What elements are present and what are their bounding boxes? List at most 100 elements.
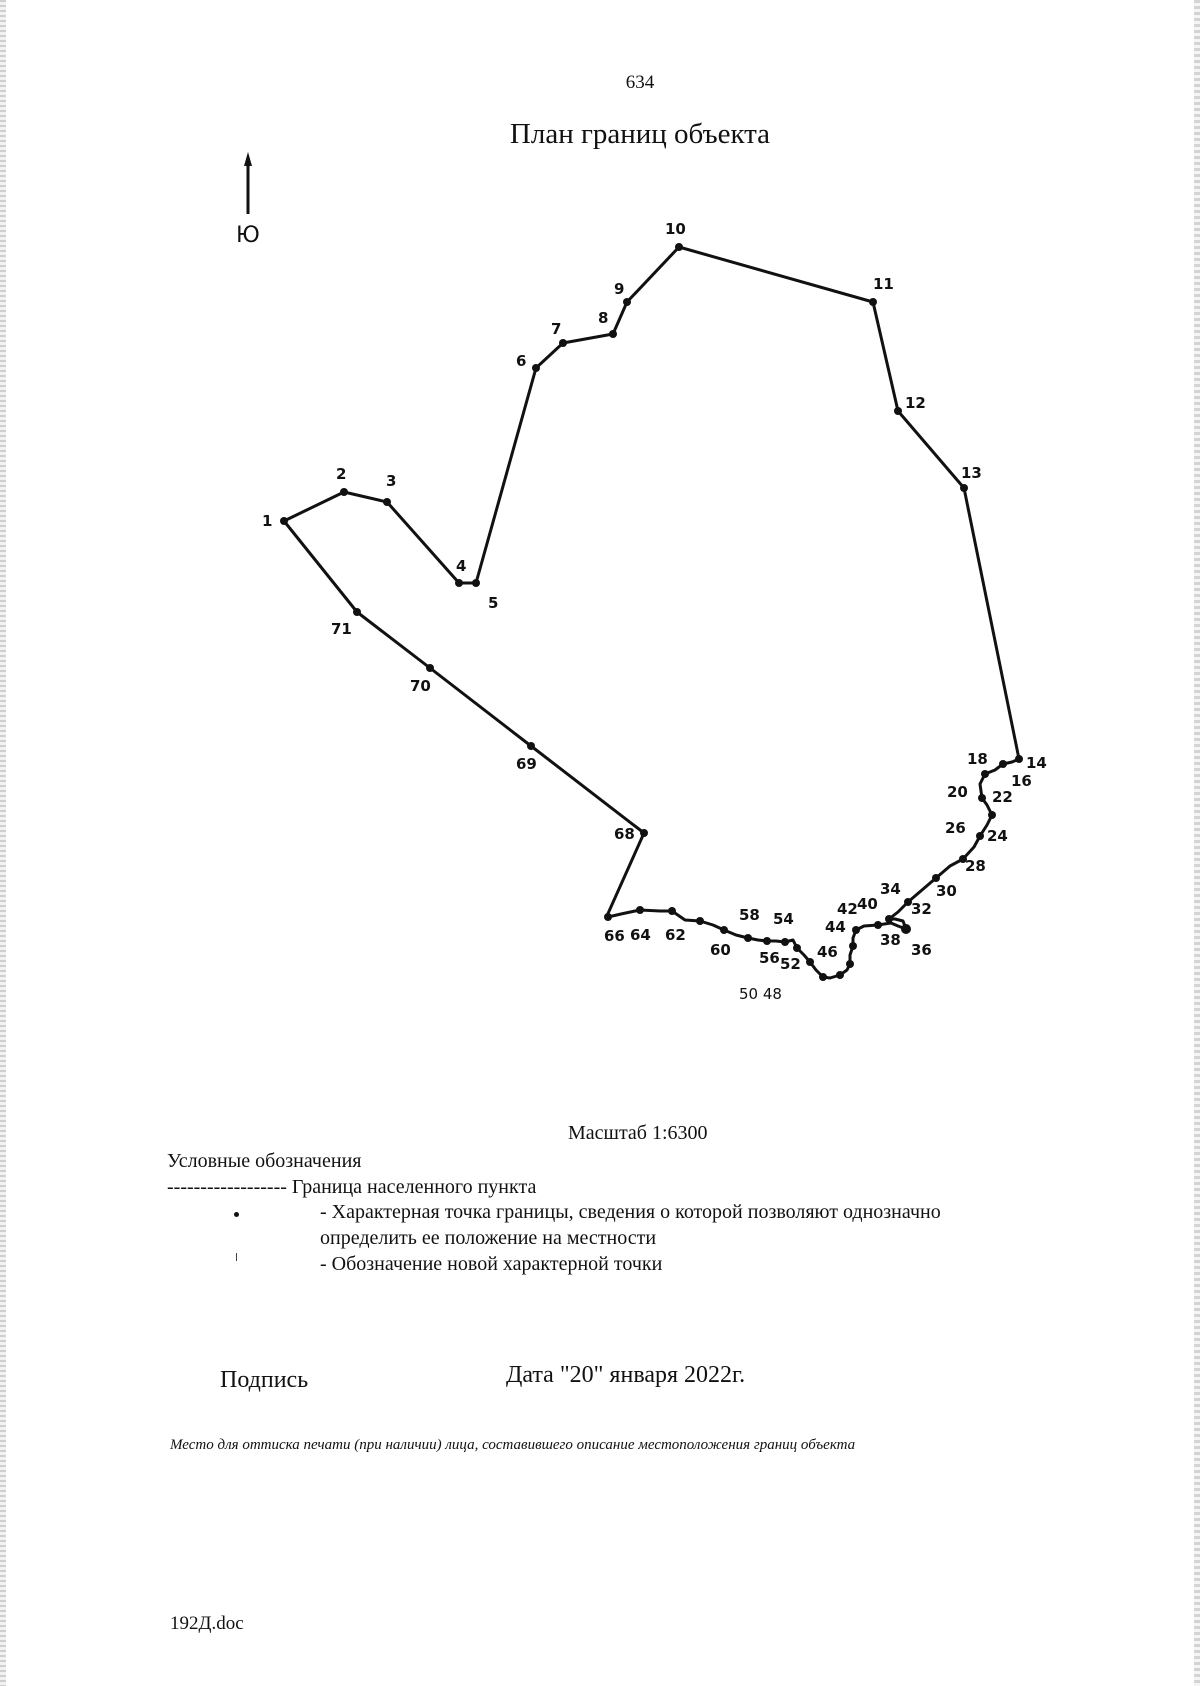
point-label: 5 (488, 594, 498, 612)
point-label: 9 (614, 280, 624, 298)
point-label: 36 (911, 941, 932, 959)
boundary-point (609, 330, 617, 338)
point-label: 10 (665, 220, 686, 238)
boundary-point (604, 913, 612, 921)
boundary-point (874, 921, 882, 929)
boundary-point (636, 906, 644, 914)
point-label: 3 (386, 472, 396, 490)
boundary-point (668, 907, 676, 915)
scan-edge-left (0, 0, 6, 1686)
point-label: 20 (947, 783, 968, 801)
boundary-line (282, 245, 1021, 980)
point-label: 1 (262, 512, 272, 530)
point-label: 7 (551, 320, 561, 338)
boundary-point (623, 298, 631, 306)
point-label: 64 (630, 926, 651, 944)
point-label: 42 (837, 900, 858, 918)
point-label: 16 (1011, 772, 1032, 790)
point-label: 46 (817, 943, 838, 961)
boundary-point (849, 942, 857, 950)
point-label: 11 (873, 275, 894, 293)
legend-new-point-icon (236, 1253, 237, 1261)
point-label: 54 (773, 910, 794, 928)
boundary-point (696, 917, 704, 925)
boundary-point (353, 608, 361, 616)
scale-text: Масштаб 1:6300 (568, 1122, 708, 1144)
point-label: 18 (967, 750, 988, 768)
north-arrow-icon (244, 152, 252, 214)
boundary-point (744, 934, 752, 942)
legend-boundary-row: ------------------ Граница населенного п… (167, 1176, 536, 1199)
boundary-point (426, 664, 434, 672)
legend-title: Условные обозначения (167, 1150, 362, 1172)
boundary-point (904, 898, 912, 906)
point-label: 52 (780, 955, 801, 973)
point-label: 70 (410, 677, 431, 695)
date-text: Дата "20" января 2022г. (506, 1362, 746, 1388)
boundary-point (959, 855, 967, 863)
boundary-point (836, 971, 844, 979)
boundary-point (976, 832, 984, 840)
file-name: 192Д.doc (170, 1613, 244, 1634)
point-label: 62 (665, 926, 686, 944)
point-label: 13 (961, 464, 982, 482)
point-label: 30 (936, 882, 957, 900)
boundary-point (981, 770, 989, 778)
boundary-point (894, 407, 902, 415)
point-label: 40 (857, 895, 878, 913)
boundary-point (532, 364, 540, 372)
boundary-point (455, 579, 463, 587)
point-label: 22 (992, 788, 1013, 806)
point-label: 66 (604, 927, 625, 945)
boundary-point (383, 498, 391, 506)
legend-point-icon (234, 1212, 239, 1217)
point-label: 60 (710, 941, 731, 959)
boundary-point (932, 874, 940, 882)
legend-dashed-line: ------------------ (167, 1176, 287, 1198)
boundary-point (280, 517, 288, 525)
boundary-point (559, 339, 567, 347)
boundary-point (988, 811, 996, 819)
boundary-point (852, 926, 860, 934)
page-number: 634 (625, 72, 655, 93)
boundary-point (978, 794, 986, 802)
signature-label: Подпись (220, 1367, 309, 1393)
boundary-point (640, 829, 648, 837)
boundary-point (527, 742, 535, 750)
boundary-point (806, 958, 814, 966)
boundary-point (999, 760, 1007, 768)
point-label: 71 (331, 620, 352, 638)
point-label: 26 (945, 819, 966, 837)
point-label: 4 (456, 557, 466, 575)
point-label: 38 (880, 931, 901, 949)
point-labels: 1 2 3 4 5 6 7 8 9 10 11 12 13 14 16 18 2… (262, 220, 1047, 1003)
point-label: 58 (739, 906, 760, 924)
point-label: 24 (987, 827, 1008, 845)
point-label: 44 (825, 918, 846, 936)
boundary-point (675, 243, 683, 251)
point-label: 56 (759, 949, 780, 967)
boundary-plan-map: Ю (236, 152, 1047, 1003)
boundary-point (869, 298, 877, 306)
point-label: 34 (880, 880, 901, 898)
boundary-points (280, 243, 1023, 981)
point-label: 14 (1026, 754, 1047, 772)
boundary-point (901, 924, 911, 934)
point-label: 8 (598, 309, 608, 327)
point-label: 32 (911, 900, 932, 918)
legend-existing-point-text: - Характерная точка границы, сведения о … (320, 1201, 941, 1223)
point-label: 69 (516, 755, 537, 773)
point-label: 28 (965, 857, 986, 875)
boundary-point (1015, 755, 1023, 763)
boundary-point (885, 915, 893, 923)
point-label: 2 (336, 465, 346, 483)
stamp-note: Место для оттиска печати (при наличии) л… (170, 1437, 856, 1453)
point-label: 68 (614, 825, 635, 843)
boundary-point (846, 960, 854, 968)
boundary-point (960, 484, 968, 492)
north-arrow-label: Ю (236, 223, 260, 248)
legend-existing-point-text-cont: определить ее положение на местности (320, 1227, 657, 1249)
legend-new-point-text: - Обозначение новой характерной точки (320, 1253, 663, 1275)
point-label: 12 (905, 394, 926, 412)
boundary-point (763, 937, 771, 945)
